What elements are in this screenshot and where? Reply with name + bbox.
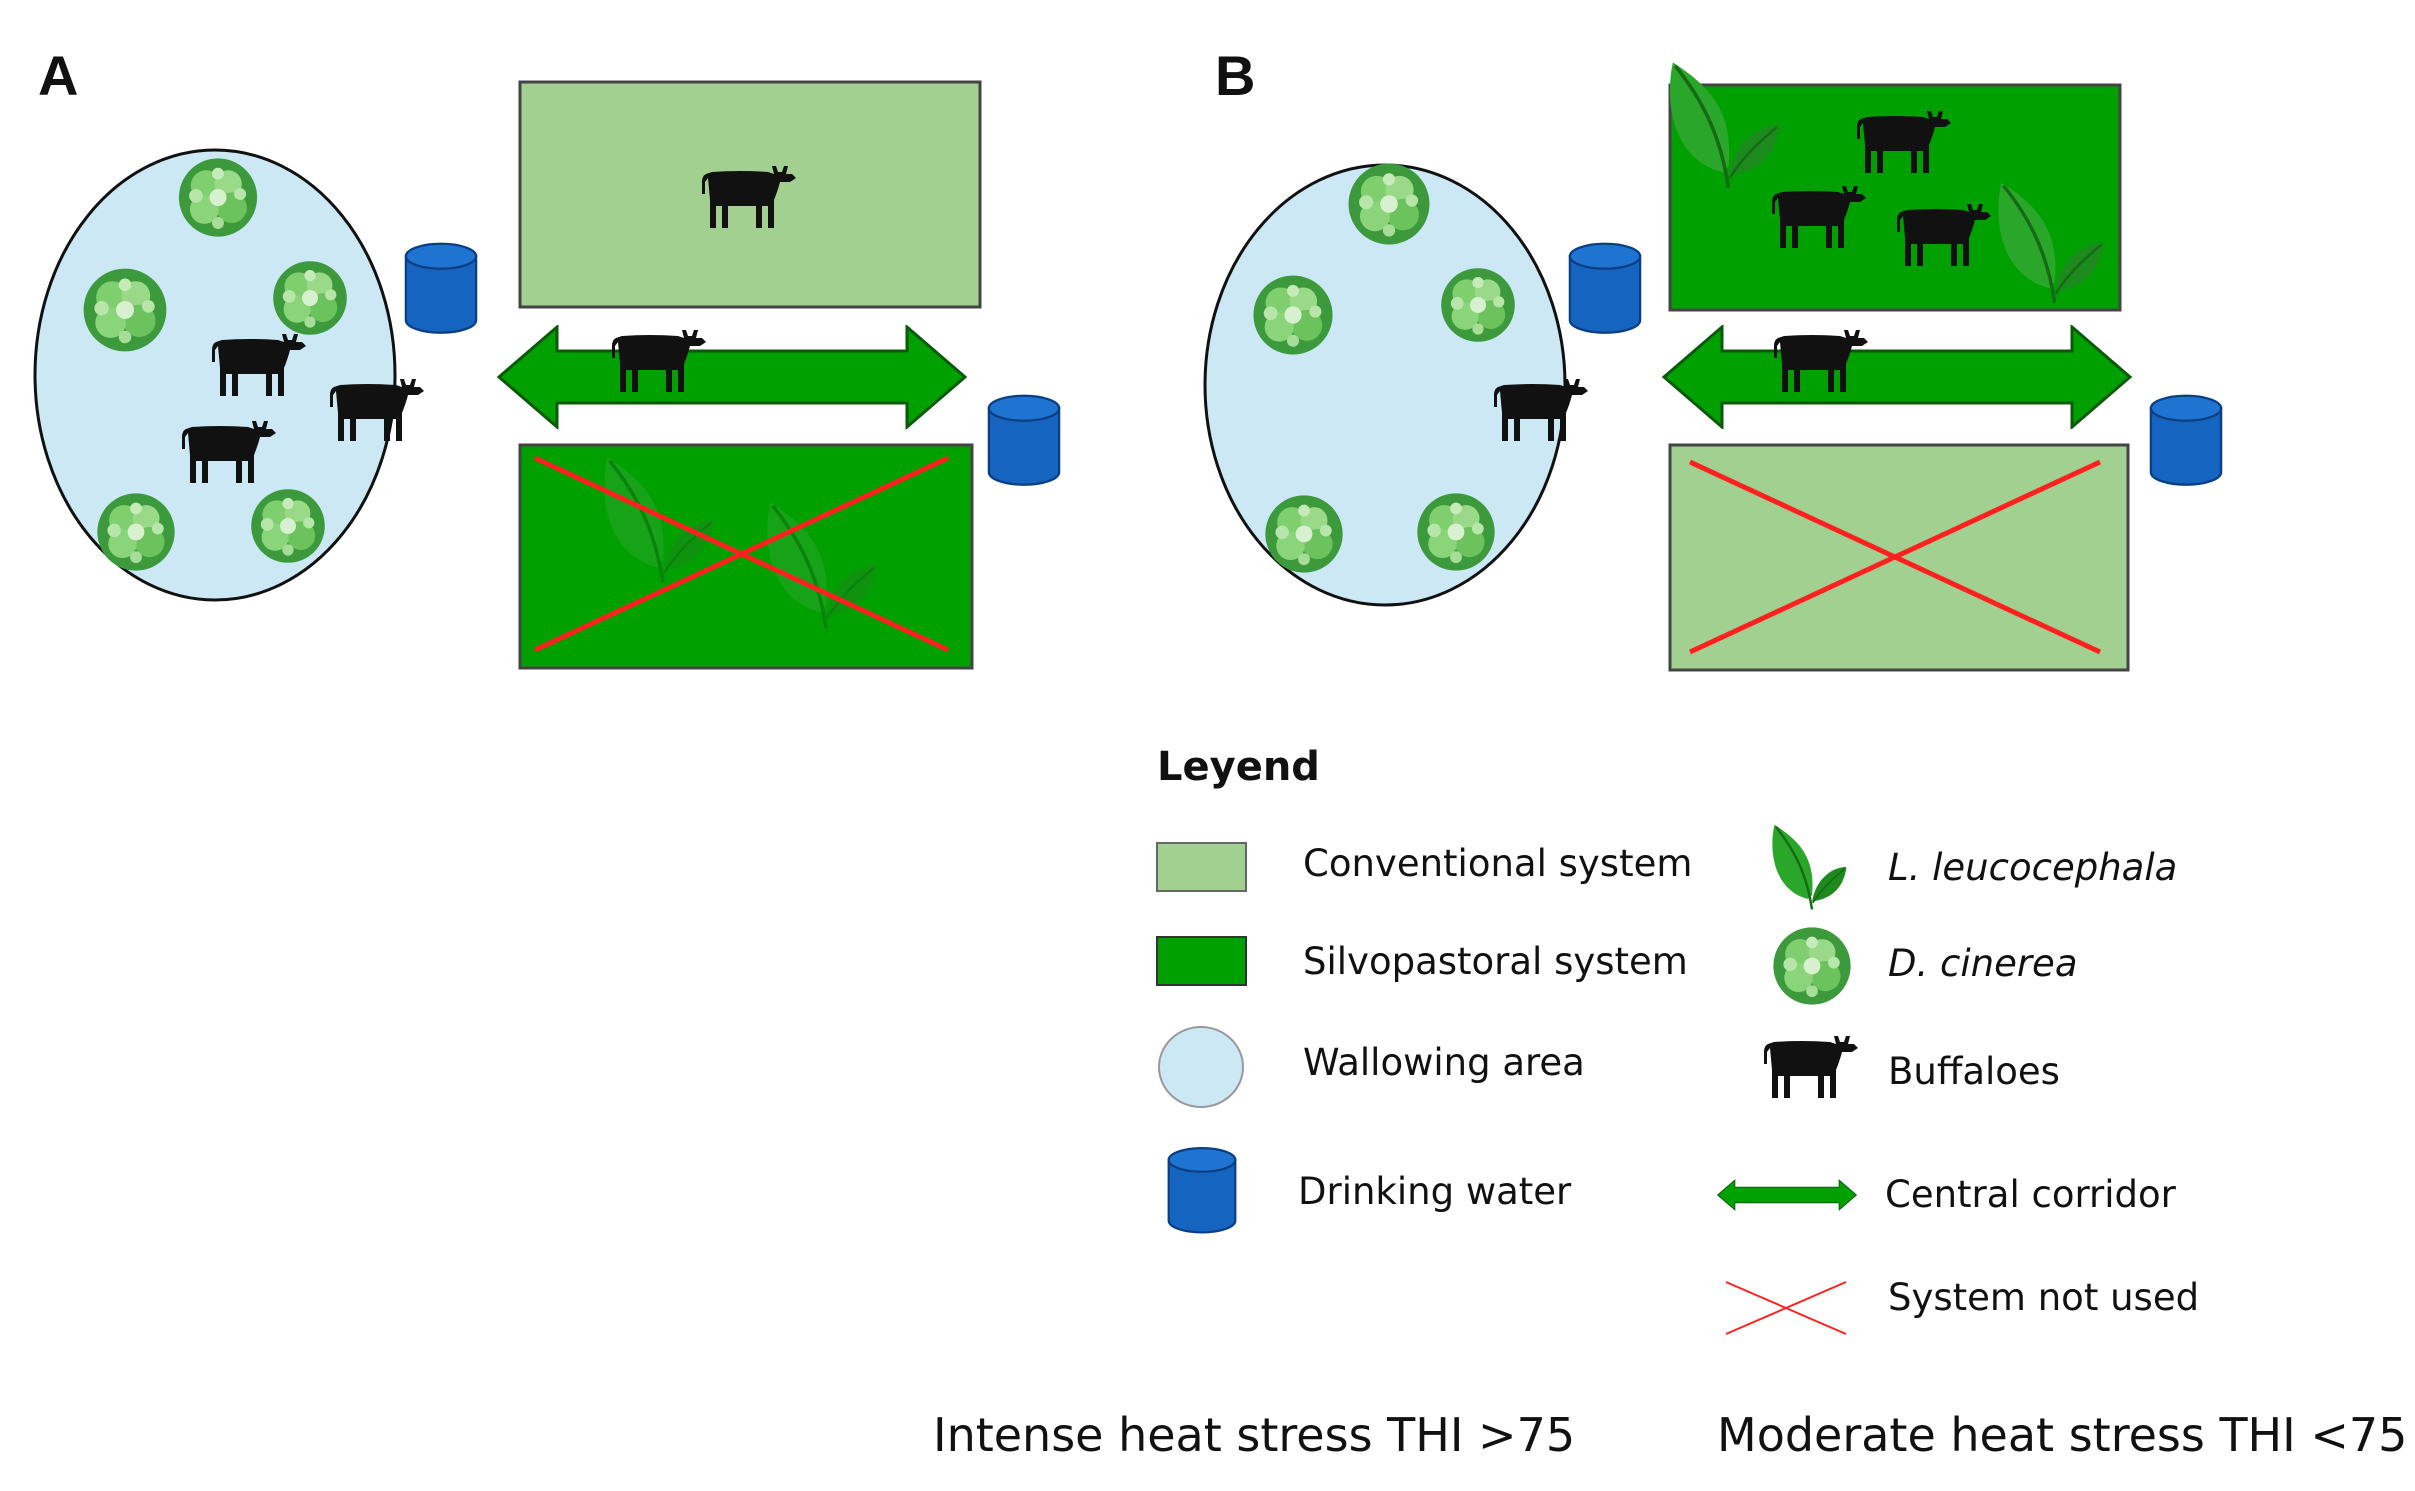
legend-conventional-swatch <box>1156 842 1247 892</box>
panel-a <box>33 80 1061 670</box>
panel-b-label: B <box>1215 44 1256 107</box>
legend-not-used-label: System not used <box>1888 1276 2200 1319</box>
panel-b <box>1203 60 2223 672</box>
shrub-icon <box>83 268 167 352</box>
shrub-icon <box>1773 927 1851 1005</box>
legend-symbols <box>1156 823 1858 1335</box>
panel-a-label: A <box>38 44 79 107</box>
water-tank-icon <box>1167 1146 1237 1234</box>
water-tank-icon <box>987 394 1061 486</box>
legend-buffaloes-label: Buffaloes <box>1888 1050 2060 1093</box>
cross-icon <box>533 455 950 653</box>
legend-wallowing-label: Wallowing area <box>1303 1041 1585 1084</box>
legend-title: Leyend <box>1157 744 1320 790</box>
legend-corridor-label: Central corridor <box>1885 1173 2176 1216</box>
leaf-icon <box>1771 823 1848 911</box>
shrub-icon <box>1253 275 1333 355</box>
legend-leucaena-label: L. leucocephala <box>1888 846 2178 889</box>
legend-water-label: Drinking water <box>1298 1170 1572 1213</box>
shrub-icon <box>1441 268 1515 342</box>
corridor-arrow-icon <box>1662 325 2132 429</box>
legend-dichrostachys-label: D. cinerea <box>1888 942 2078 985</box>
legend-wallowing-swatch <box>1158 1026 1244 1108</box>
shrub-icon <box>273 261 347 335</box>
cross-icon <box>1688 459 2102 655</box>
shrub-icon <box>1417 493 1495 571</box>
corridor-arrow-icon <box>1717 1179 1857 1211</box>
cross-icon <box>1725 1281 1847 1335</box>
shrub-icon <box>1348 163 1430 245</box>
shrub-icon <box>178 158 258 237</box>
water-tank-icon <box>404 242 478 334</box>
legend-silvopastoral-label: Silvopastoral system <box>1303 940 1688 983</box>
water-tank-icon <box>1568 242 1642 334</box>
corridor-arrow-icon <box>497 325 967 429</box>
buffalo-icon <box>1764 1036 1858 1098</box>
legend-conventional-label: Conventional system <box>1303 842 1693 885</box>
shrub-icon <box>251 489 325 563</box>
caption-moderate: Moderate heat stress THI <75 <box>1717 1408 2408 1462</box>
legend-silvopastoral-swatch <box>1156 936 1247 986</box>
water-tank-icon <box>2149 394 2223 486</box>
caption-intense: Intense heat stress THI >75 <box>933 1408 1576 1462</box>
shrub-icon <box>97 493 175 571</box>
shrub-icon <box>1265 495 1343 573</box>
